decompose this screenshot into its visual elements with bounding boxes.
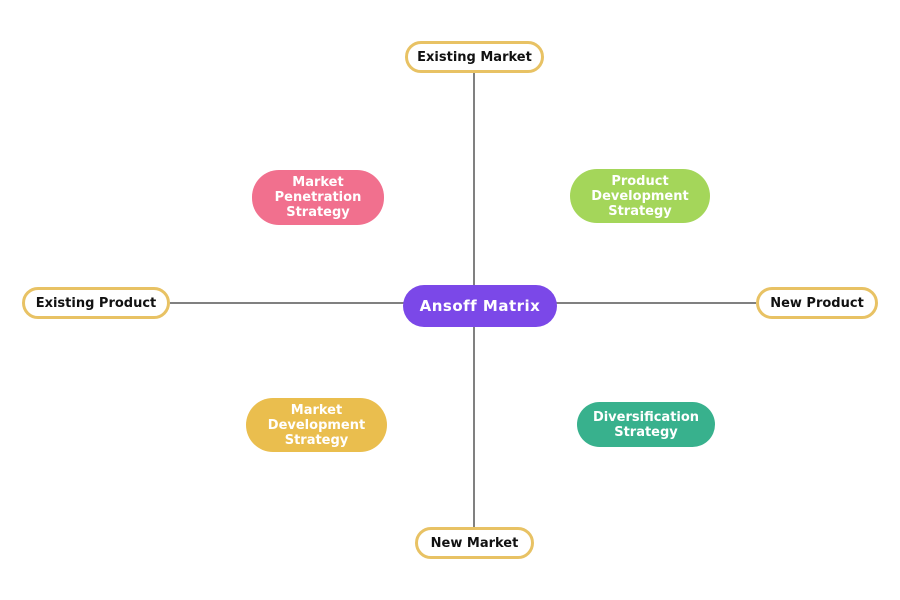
axis-label-existing-market[interactable]: Existing Market [405,41,544,73]
axis-label-new-product[interactable]: New Product [756,287,878,319]
quadrant-diversification-strategy[interactable]: Diversification Strategy [577,402,715,447]
quadrant-market-penetration-strategy[interactable]: Market Penetration Strategy [252,170,384,225]
center-node-ansoff-matrix[interactable]: Ansoff Matrix [403,285,557,327]
axis-label-new-market[interactable]: New Market [415,527,534,559]
quadrant-market-development-strategy[interactable]: Market Development Strategy [246,398,387,452]
quadrant-product-development-strategy[interactable]: Product Development Strategy [570,169,710,223]
axis-label-existing-product[interactable]: Existing Product [22,287,170,319]
